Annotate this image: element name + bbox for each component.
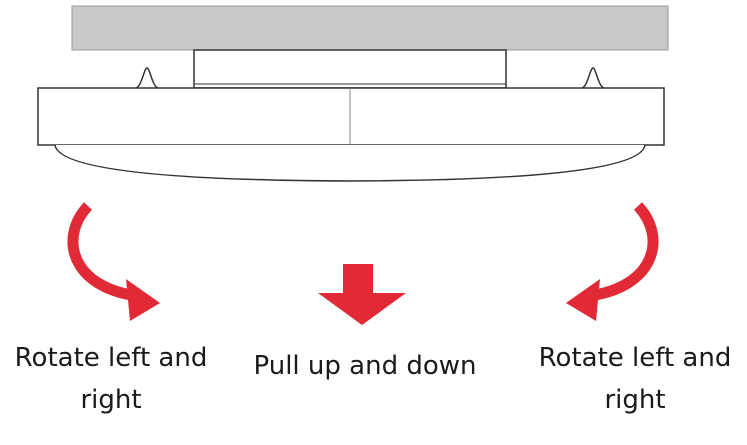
fixture-body bbox=[37, 87, 665, 146]
mounting-plate bbox=[193, 49, 507, 89]
caption-rotate-left-line1: Rotate left and bbox=[14, 343, 208, 373]
rotate-arrow-left-icon bbox=[67, 202, 160, 321]
caption-pull-line1: Pull up and down bbox=[253, 351, 477, 381]
caption-rotate-left-line2: right bbox=[80, 385, 142, 415]
caption-rotate-right-line1: Rotate left and bbox=[538, 343, 732, 373]
rotate-arrow-right-icon bbox=[566, 202, 659, 321]
pull-down-arrow-icon bbox=[318, 264, 406, 325]
left-mounting-tab bbox=[135, 67, 159, 89]
fixture-diffuser bbox=[54, 144, 646, 182]
caption-rotate-right: Rotate left and right bbox=[524, 337, 746, 421]
right-mounting-tab bbox=[581, 67, 605, 89]
ceiling-surface bbox=[71, 5, 669, 51]
caption-rotate-left: Rotate left and right bbox=[0, 337, 222, 421]
caption-rotate-right-line2: right bbox=[604, 385, 666, 415]
caption-pull: Pull up and down bbox=[232, 345, 498, 387]
